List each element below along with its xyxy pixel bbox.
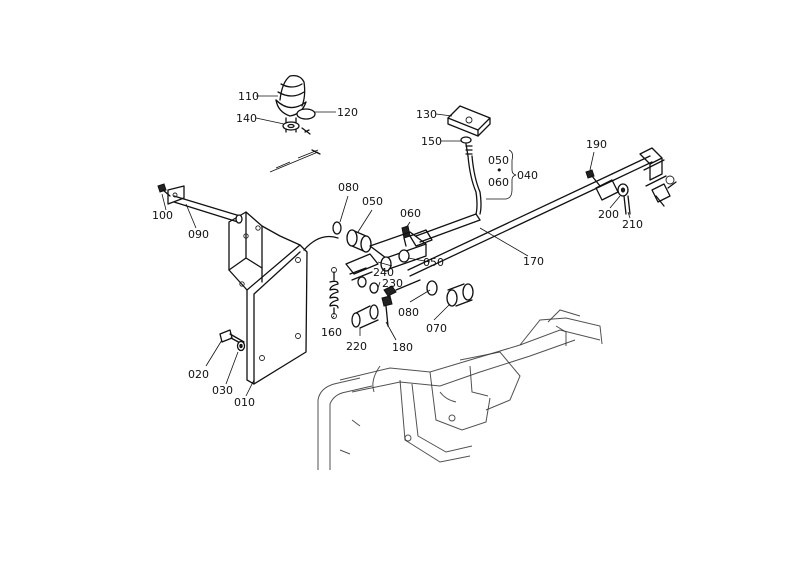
nut-180 bbox=[381, 295, 393, 327]
label-130: 130 bbox=[416, 108, 437, 121]
sleeve-220 bbox=[351, 304, 379, 329]
collar-080 bbox=[426, 280, 438, 296]
label-120: 120 bbox=[337, 106, 358, 119]
label-210: 210 bbox=[622, 218, 643, 231]
label-080-lower: 080 bbox=[398, 306, 419, 319]
nut-230 bbox=[383, 279, 421, 297]
washer-200 bbox=[617, 183, 629, 197]
pin-240 bbox=[357, 276, 379, 294]
washer-140 bbox=[282, 121, 300, 131]
label-100: 100 bbox=[152, 209, 173, 222]
label-050-mid: 050 bbox=[423, 256, 444, 269]
rod-150 bbox=[460, 136, 482, 215]
leader-lines bbox=[161, 95, 631, 397]
label-080-upper: 080 bbox=[338, 181, 359, 194]
part-labels: 110 140 120 130 150 050 • 060 040 190 08… bbox=[152, 90, 643, 409]
label-150: 150 bbox=[421, 135, 442, 148]
label-180: 180 bbox=[392, 341, 413, 354]
label-060-upper: 060 bbox=[400, 207, 421, 220]
cable-loop bbox=[303, 235, 339, 251]
label-030: 030 bbox=[212, 384, 233, 397]
tractor-frame-outline bbox=[317, 309, 603, 470]
label-190: 190 bbox=[586, 138, 607, 151]
cap-120 bbox=[296, 108, 316, 135]
sleeve-070 bbox=[446, 283, 474, 307]
label-060-bracket: 060 bbox=[488, 176, 509, 189]
label-220: 220 bbox=[346, 340, 367, 353]
label-200: 200 bbox=[598, 208, 619, 221]
label-160: 160 bbox=[321, 326, 342, 339]
label-bullet: • bbox=[496, 164, 503, 177]
clevis bbox=[595, 147, 677, 207]
label-050-bracket: 050 bbox=[488, 154, 509, 167]
pin-210 bbox=[623, 195, 631, 215]
label-040: 040 bbox=[517, 169, 538, 182]
pivot-shaft bbox=[167, 185, 243, 224]
label-050-upper: 050 bbox=[362, 195, 383, 208]
label-170: 170 bbox=[523, 255, 544, 268]
plate-130 bbox=[447, 105, 491, 137]
label-020: 020 bbox=[188, 368, 209, 381]
label-070: 070 bbox=[426, 322, 447, 335]
label-230: 230 bbox=[382, 277, 403, 290]
bushing-050 bbox=[346, 229, 372, 253]
label-240: 240 bbox=[373, 266, 394, 279]
link-plate bbox=[345, 253, 379, 281]
label-110: 110 bbox=[238, 90, 259, 103]
bracket-plate bbox=[228, 211, 308, 385]
label-010: 010 bbox=[234, 396, 255, 409]
label-140: 140 bbox=[236, 112, 257, 125]
shaft-dashes bbox=[269, 149, 319, 173]
bolt-100 bbox=[157, 183, 171, 197]
pin-190 bbox=[585, 169, 601, 187]
bushing-080 bbox=[332, 221, 342, 235]
shaft-tip bbox=[311, 149, 321, 155]
label-090: 090 bbox=[188, 228, 209, 241]
lever-arm bbox=[409, 213, 481, 247]
nipple-060 bbox=[401, 225, 411, 247]
washer-030 bbox=[236, 340, 246, 352]
rod-170 bbox=[407, 155, 653, 277]
spring-160 bbox=[329, 267, 339, 319]
